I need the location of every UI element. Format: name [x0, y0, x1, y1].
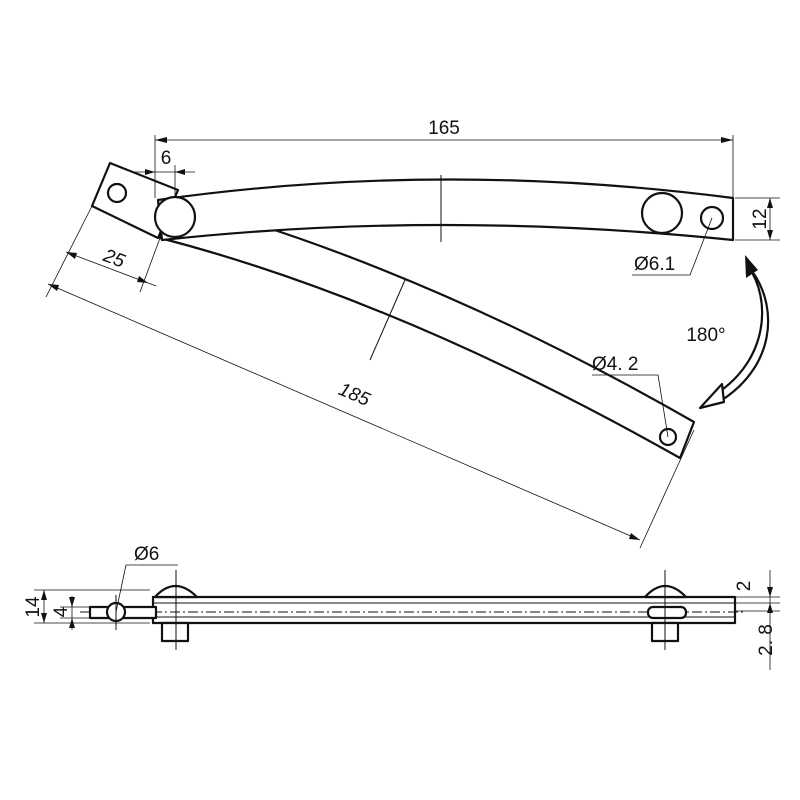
- rotation-arrow: [714, 264, 770, 402]
- upper-rivet: [640, 191, 684, 235]
- top-view: 165 6 12 Ø6.1 25 185 Ø4. 2: [45, 118, 780, 549]
- side-view: Ø6 14 4 2 2. 8: [23, 544, 780, 670]
- lower-arm: [158, 196, 696, 460]
- top-height-label: 12: [750, 208, 771, 229]
- side-thickness-label: 2. 8: [756, 624, 777, 656]
- end-offset-label: 6: [161, 148, 172, 169]
- side-slot: [646, 605, 688, 620]
- top-hole-label: Ø6.1: [634, 254, 675, 275]
- lower-length-label: 185: [335, 379, 373, 411]
- upper-arm: [156, 178, 735, 242]
- side-width-label: 14: [23, 596, 44, 618]
- side-top-label: 2: [734, 581, 755, 592]
- pivot-rivet: [153, 195, 197, 239]
- lower-offset-label: 25: [99, 245, 128, 273]
- lower-hole-label: Ø4. 2: [592, 354, 638, 375]
- rotation-label: 180°: [686, 325, 725, 346]
- side-rivet-left-tail: [160, 621, 190, 643]
- end-tab-hole: [106, 182, 128, 204]
- top-length-label: 165: [428, 118, 460, 139]
- side-inner-label: 4: [51, 606, 72, 617]
- side-hole-label: Ø6: [134, 544, 159, 565]
